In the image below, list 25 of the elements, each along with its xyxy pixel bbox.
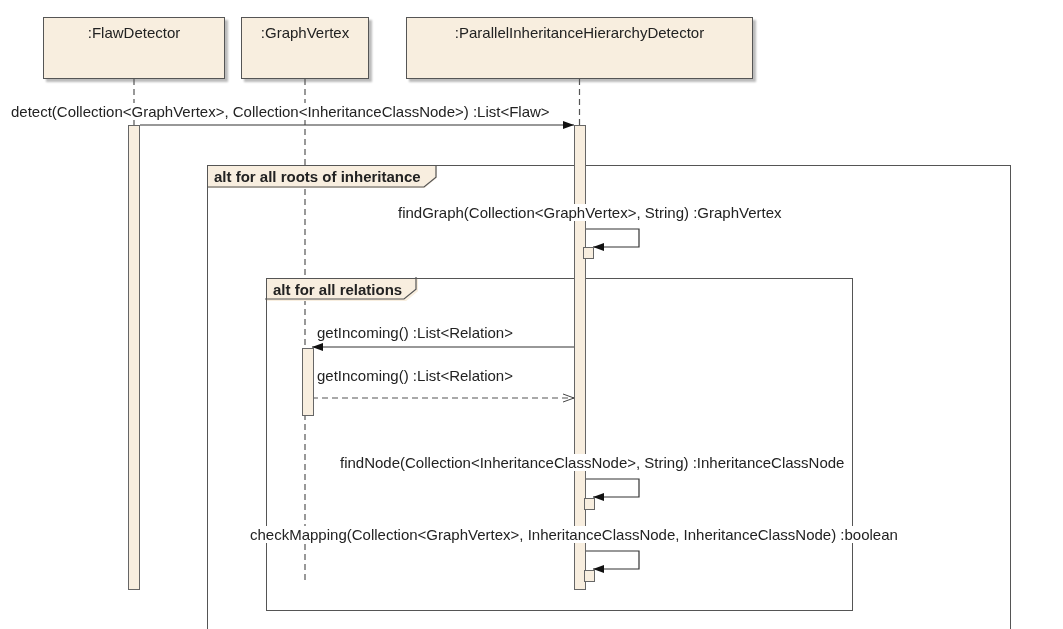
message-label: findGraph(Collection<GraphVertex>, String) :GraphVertex <box>397 204 783 221</box>
message-arrow <box>139 121 575 129</box>
return-arrow <box>311 393 575 403</box>
activation-bar <box>584 570 595 582</box>
message-arrow <box>585 478 640 501</box>
message-label: checkMapping(Collection<GraphVertex>, InheritanceClassNode, InheritanceClassNode) :boolean <box>249 526 899 543</box>
activation-bar <box>302 348 314 416</box>
message-arrow <box>585 550 640 573</box>
lifeline <box>578 78 581 126</box>
activation-bar <box>128 125 140 590</box>
activation-bar <box>584 498 595 510</box>
activation-bar <box>583 247 594 259</box>
lifeline <box>133 78 135 126</box>
message-label: findNode(Collection<InheritanceClassNode>, String) :InheritanceClassNode <box>339 454 846 471</box>
lifeline-head: :FlawDetector <box>43 17 225 79</box>
message-label: getIncoming() :List<Relation> <box>316 367 514 384</box>
fragment-label: alt for all roots of inheritance <box>208 166 437 188</box>
lifeline-head: :ParallelInheritanceHierarchyDetector <box>406 17 753 79</box>
message-label: getIncoming() :List<Relation> <box>316 324 514 341</box>
message-label: detect(Collection<GraphVertex>, Collection<InheritanceClassNode>) :List<Flaw> <box>10 103 551 120</box>
lifeline-head: :GraphVertex <box>241 17 369 79</box>
lifeline <box>304 78 306 347</box>
message-arrow <box>585 228 640 251</box>
message-arrow <box>311 343 575 351</box>
fragment-label: alt for all relations <box>267 279 419 301</box>
